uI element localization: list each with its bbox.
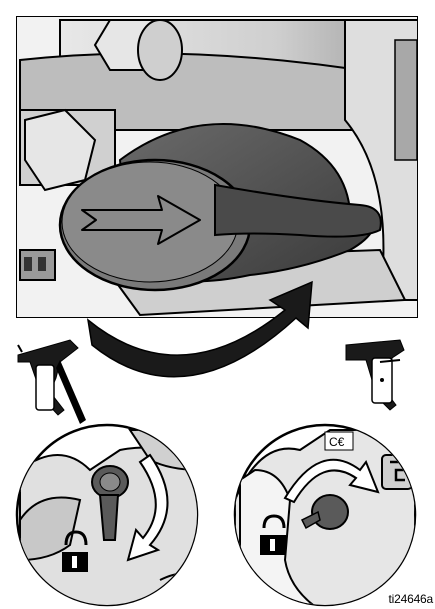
spray-gun-icon	[18, 340, 86, 424]
spray-gun-icon	[346, 340, 404, 410]
padlock-locked-icon	[260, 535, 286, 555]
figure-reference-id: ti24646a	[389, 592, 433, 606]
ce-mark: C€	[329, 435, 345, 449]
gun-left-detail	[17, 425, 210, 609]
valve-closeup-panel	[17, 17, 420, 317]
padlock-locked-icon	[62, 552, 88, 572]
gun-right-detail: C€	[235, 425, 415, 609]
